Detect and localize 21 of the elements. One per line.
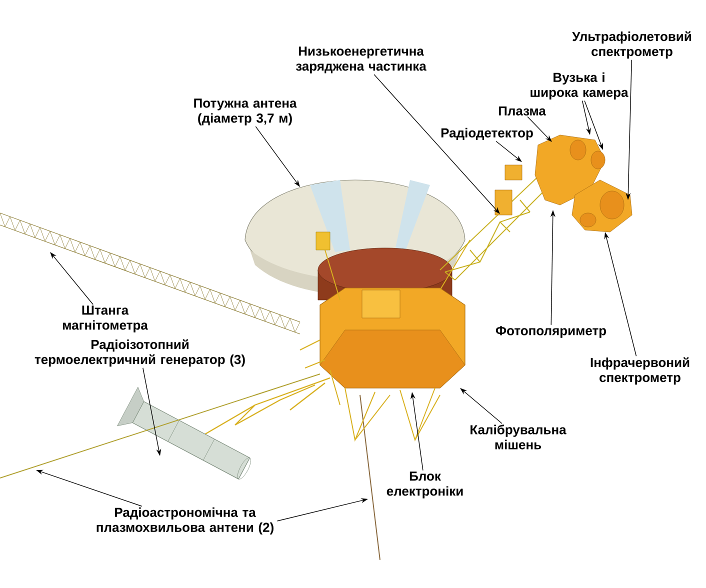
- callout-label: Блок електроніки: [386, 472, 463, 498]
- callout-label: Потужна антена (діаметр 3,7 м): [194, 98, 297, 126]
- callout-label: Радіоастрономічна та плазмохвильова антени (2): [96, 507, 274, 535]
- callout-label: Радіодетектор: [441, 128, 533, 140]
- leader-arrow: [460, 388, 502, 424]
- leader-arrow: [527, 116, 552, 142]
- spacecraft-bus-drawing: [300, 232, 470, 442]
- callout-label: Фотополяриметр: [496, 326, 606, 338]
- callout-label: Низькоенергетична заряджена частинка: [296, 46, 426, 74]
- callout-label: Ультрафіолетовий спектрометр: [572, 31, 691, 59]
- leader-arrow: [374, 74, 500, 214]
- magnetometer-boom: [0, 212, 300, 334]
- callout-label: Калібрувальна мішень: [470, 424, 566, 450]
- callout-label: Інфрачервоний спектрометр: [590, 357, 690, 385]
- antenna-rod: [0, 374, 320, 478]
- leader-arrow: [496, 140, 522, 162]
- callout-label: Плазма: [498, 106, 546, 116]
- antenna-rod: [360, 394, 380, 560]
- callout-label: Радіоізотопний термоелектричний генератор (3): [34, 339, 245, 367]
- callout-label: Вузька і широка камера: [530, 72, 628, 100]
- leader-arrow: [50, 252, 94, 305]
